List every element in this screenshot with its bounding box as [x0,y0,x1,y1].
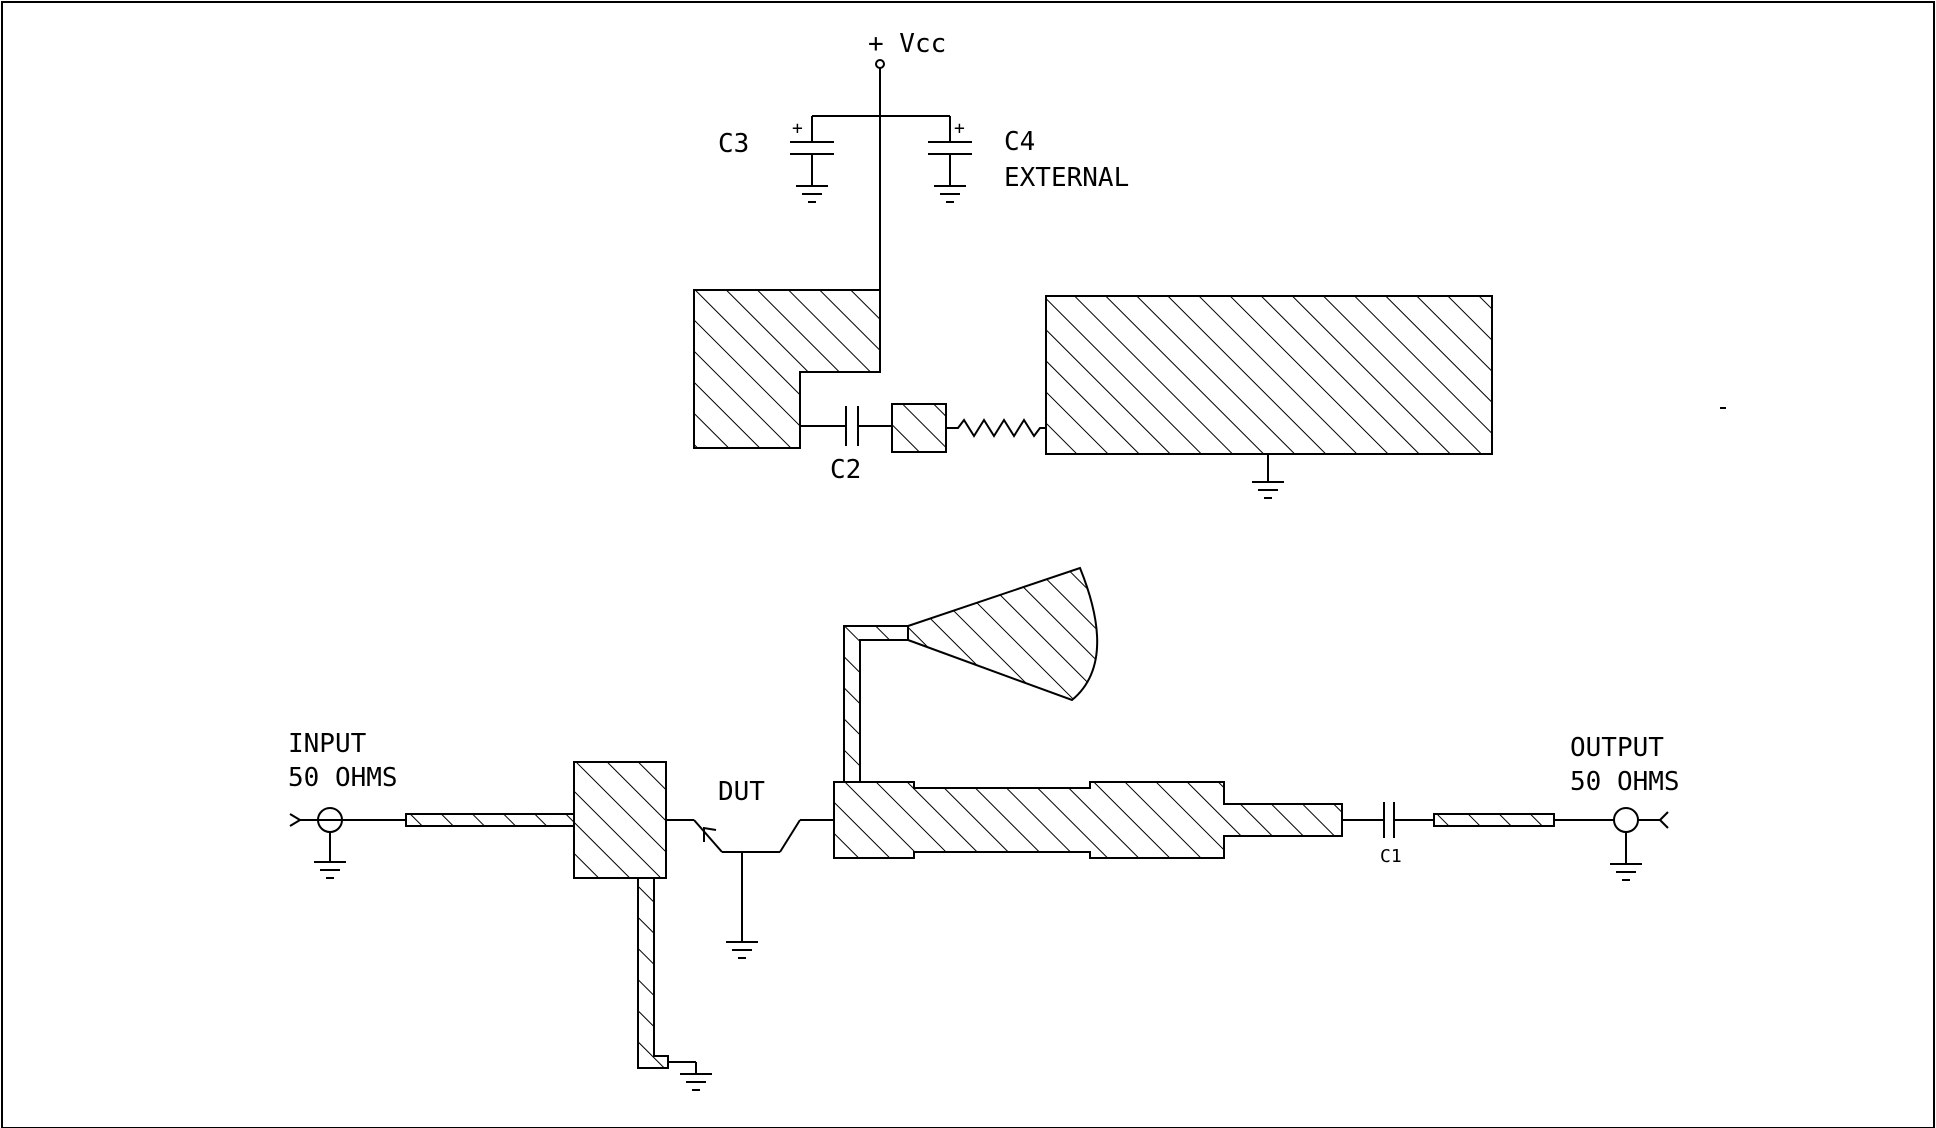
capacitor-c2: C2 [800,406,892,485]
svg-text:+: + [792,118,803,139]
output-match-line [833,781,1343,859]
input-match-pad [573,761,667,879]
resistor [946,418,1046,438]
c1-label: C1 [1380,846,1402,867]
output-connector: OUTPUT 50 OHMS [1554,733,1680,881]
input-connector: INPUT 50 OHMS [288,729,406,879]
output-microstrip [1433,813,1555,827]
small-pad [891,403,947,453]
c4-label: C4 [1004,127,1035,157]
svg-text:+: + [954,118,965,139]
radial-stub [907,566,1099,702]
ground-pad [1045,295,1493,455]
vcc-label: + Vcc [868,29,946,59]
vcc-terminal: + Vcc [868,29,946,69]
capacitor-c1: C1 [1342,802,1434,867]
external-label: EXTERNAL [1004,163,1129,193]
input-stub [637,877,669,1069]
capacitor-c4: + C4 EXTERNAL [928,116,1129,203]
output-label: OUTPUT [1570,733,1664,763]
dut-transistor: DUT [666,777,834,959]
capacitor-c3: + C3 [718,116,834,203]
bias-pad [693,289,881,449]
output-impedance-label: 50 OHMS [1570,767,1680,797]
input-impedance-label: 50 OHMS [288,763,398,793]
input-microstrip [405,813,575,827]
c3-label: C3 [718,129,749,159]
input-label: INPUT [288,729,367,759]
radial-feed-stub [843,625,909,783]
dut-label: DUT [718,777,765,807]
c2-label: C2 [830,455,861,485]
